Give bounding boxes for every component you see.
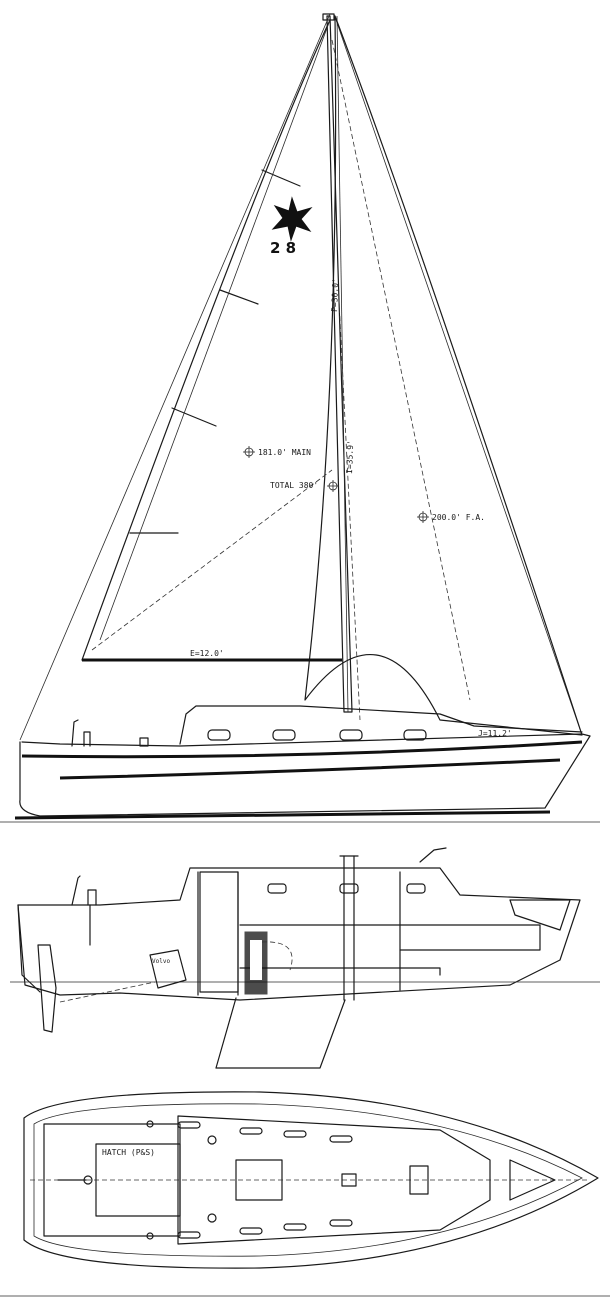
cabin-trunk — [179, 705, 583, 745]
total-area-label: TOTAL 380' — [270, 481, 318, 490]
mainsail — [81, 19, 341, 661]
forestay — [333, 13, 583, 736]
fore-triangle-centroid-marker — [417, 511, 429, 523]
hull-topsides — [19, 735, 591, 817]
batten — [261, 169, 301, 187]
deck-plan: HATCH (P&S) — [23, 1091, 599, 1269]
sheer-stripe — [21, 740, 583, 759]
hatch-label: HATCH (P&S) — [102, 1148, 155, 1157]
keel — [215, 997, 346, 1069]
fore-triangle-area-label: 200.0' F.A. — [432, 513, 485, 522]
i-dimension-label: I=35.9' — [345, 440, 355, 474]
batten — [219, 289, 259, 305]
total-centroid-marker — [327, 480, 339, 492]
star-logo: 2 8 — [270, 196, 313, 257]
e-dimension-label: E=12.0' — [190, 649, 224, 658]
backstay — [19, 13, 331, 741]
portlight — [406, 883, 426, 894]
class-number-label: 2 8 — [270, 239, 296, 257]
engine: Volvo — [149, 949, 187, 989]
waterline — [14, 810, 551, 820]
cove-stripe — [59, 758, 561, 780]
rudder — [37, 944, 57, 1033]
hull-profile — [0, 705, 600, 823]
inboard-profile: Volvo — [10, 847, 600, 1069]
j-dimension-label: J=11.2' — [478, 729, 512, 738]
jib-sail — [304, 15, 583, 736]
engine-label: Volvo — [152, 958, 170, 965]
deck-cabin-trunk — [177, 1115, 491, 1245]
batten — [171, 407, 217, 427]
portlight — [272, 729, 296, 741]
sail-centroid-marker — [243, 446, 255, 458]
portlight — [267, 883, 287, 894]
portlight — [339, 883, 359, 894]
portlight — [207, 729, 231, 741]
main-area-label: 181.0' MAIN — [258, 448, 311, 457]
compression-post — [343, 855, 355, 1001]
sail-plan-profile: 2 8 P=30.0' I=35.9' 181.0' MAIN TOTAL 38… — [0, 13, 600, 823]
p-dimension-label: P=30.0' — [330, 278, 340, 312]
portlight — [339, 729, 363, 741]
deck-hull-outline — [23, 1091, 599, 1269]
portlight — [403, 729, 427, 741]
interior-cabin-outline — [17, 867, 581, 1001]
